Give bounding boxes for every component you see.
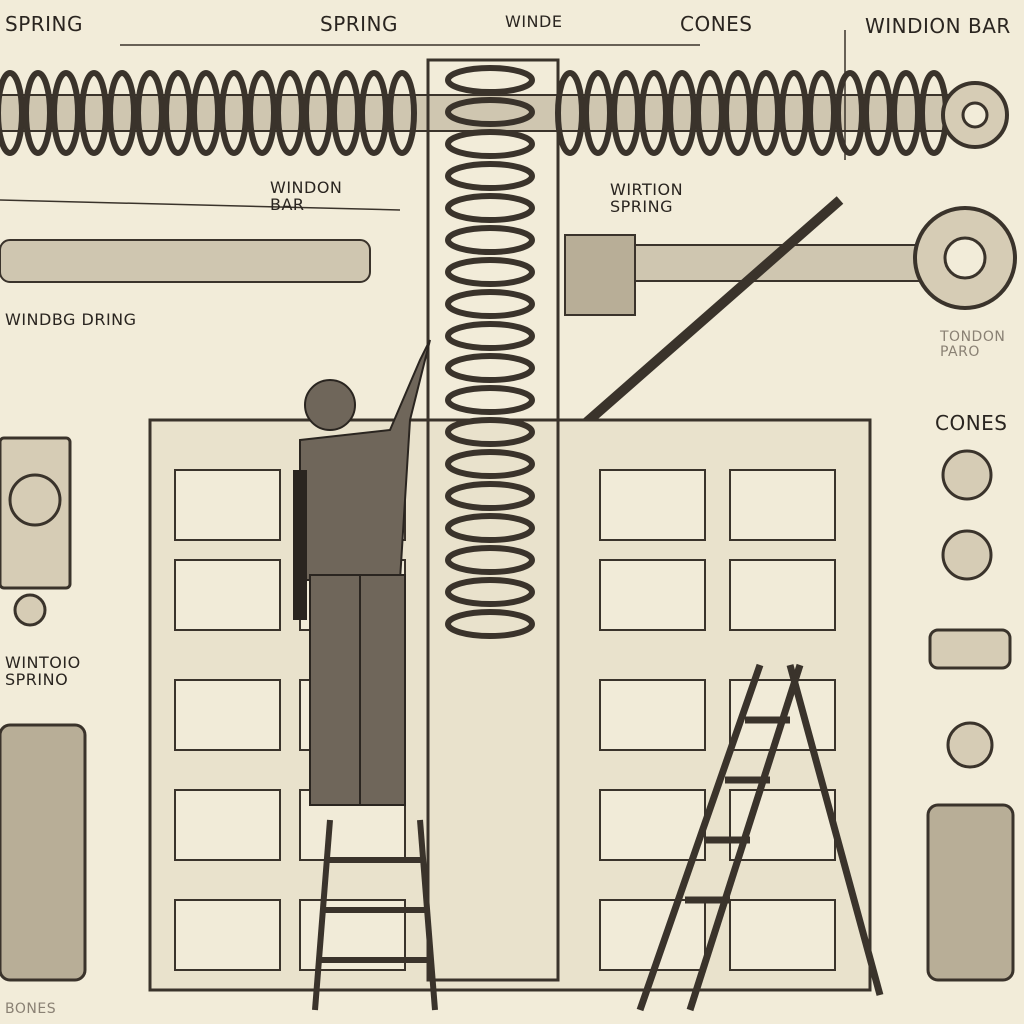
vertical-spring-coil	[445, 353, 535, 383]
vertical-spring-coil	[445, 545, 535, 575]
spring-coil	[303, 70, 333, 156]
door-panel	[174, 789, 281, 861]
spring-coil	[611, 70, 641, 156]
label-wirtion-spring: WIRTION SPRING	[610, 180, 684, 216]
label-windbg-dring: WINDBG DRING	[5, 310, 137, 329]
vertical-spring-coil	[445, 321, 535, 351]
spring-spool-right	[926, 803, 1015, 982]
vertical-coil-spring	[426, 58, 560, 982]
spring-coil	[387, 70, 417, 156]
spring-coil	[163, 70, 193, 156]
spring-spool-icon	[564, 234, 636, 316]
door-panel	[174, 899, 281, 971]
person-icon	[293, 339, 431, 806]
spring-coil	[807, 70, 837, 156]
vertical-spring-coil	[445, 577, 535, 607]
vertical-spring-coil	[445, 385, 535, 415]
step-ladder-icon	[636, 663, 884, 1012]
vertical-spring-coil	[445, 289, 535, 319]
label-cones-top: CONES	[680, 12, 753, 36]
label-cones-right: CONES	[935, 411, 1008, 435]
door-panel	[729, 789, 836, 861]
vertical-spring-coil	[445, 481, 535, 511]
door-panel	[729, 559, 836, 631]
vertical-spring-coil	[445, 97, 535, 127]
door-panel	[729, 469, 836, 541]
door-panel	[599, 899, 706, 971]
door-panel	[599, 789, 706, 861]
dimension-lines	[0, 30, 846, 211]
spring-coil	[275, 70, 305, 156]
vertical-spring-coil	[445, 417, 535, 447]
vertical-spring-coil	[445, 225, 535, 255]
label-spring-top-left: SPRING	[5, 12, 84, 36]
spring-coil	[191, 70, 221, 156]
spring-coil	[835, 70, 865, 156]
vertical-spring-coil	[445, 609, 535, 639]
torsion-shaft	[0, 196, 1017, 454]
spring-coil	[79, 70, 109, 156]
spring-spool-left	[0, 723, 87, 982]
ladder-icon	[312, 819, 438, 1011]
label-windon-bar-mid: WINDON BAR	[270, 178, 343, 214]
spring-coil	[135, 70, 165, 156]
winding-bar	[551, 196, 844, 454]
label-winde-top: WINDE	[505, 12, 563, 31]
door-panel	[174, 559, 281, 631]
spring-coil	[695, 70, 725, 156]
spring-coil	[583, 70, 613, 156]
vertical-spring-coil	[445, 449, 535, 479]
bracket-plate-icon	[0, 436, 72, 627]
label-spring-top-mid: SPRING	[320, 12, 399, 36]
door-panel	[599, 679, 706, 751]
vertical-spring-coil	[445, 257, 535, 287]
spring-coil	[23, 70, 53, 156]
spring-coil	[779, 70, 809, 156]
door-panel	[174, 469, 281, 541]
cones-parts	[928, 449, 1012, 769]
vertical-spring-coil	[445, 513, 535, 543]
spring-coil	[639, 70, 669, 156]
top-torsion-spring	[0, 70, 1009, 156]
vertical-spring-coil	[445, 161, 535, 191]
spring-coil	[247, 70, 277, 156]
spring-coil	[0, 70, 25, 156]
spring-coil	[331, 70, 361, 156]
spring-coil	[751, 70, 781, 156]
spring-coil	[219, 70, 249, 156]
door-panel	[599, 469, 706, 541]
spring-coil	[891, 70, 921, 156]
spring-coil	[51, 70, 81, 156]
vertical-spring-coil	[445, 129, 535, 159]
label-wintoio-spring: WINTOIO SPRINO	[5, 653, 81, 689]
vertical-spring-coil	[445, 65, 535, 95]
label-tondon-paro: TONDON PARO	[940, 329, 1006, 360]
door-panel	[729, 899, 836, 971]
door-panel	[599, 559, 706, 631]
label-bones-bottom: BONES	[5, 1001, 57, 1017]
vertical-spring-coil	[445, 193, 535, 223]
spring-coil	[723, 70, 753, 156]
spring-coil	[667, 70, 697, 156]
label-windion-bar-top: WINDION BAR	[865, 14, 1011, 38]
spring-coil	[863, 70, 893, 156]
spring-coil	[359, 70, 389, 156]
door-panel	[174, 679, 281, 751]
spring-coil	[107, 70, 137, 156]
